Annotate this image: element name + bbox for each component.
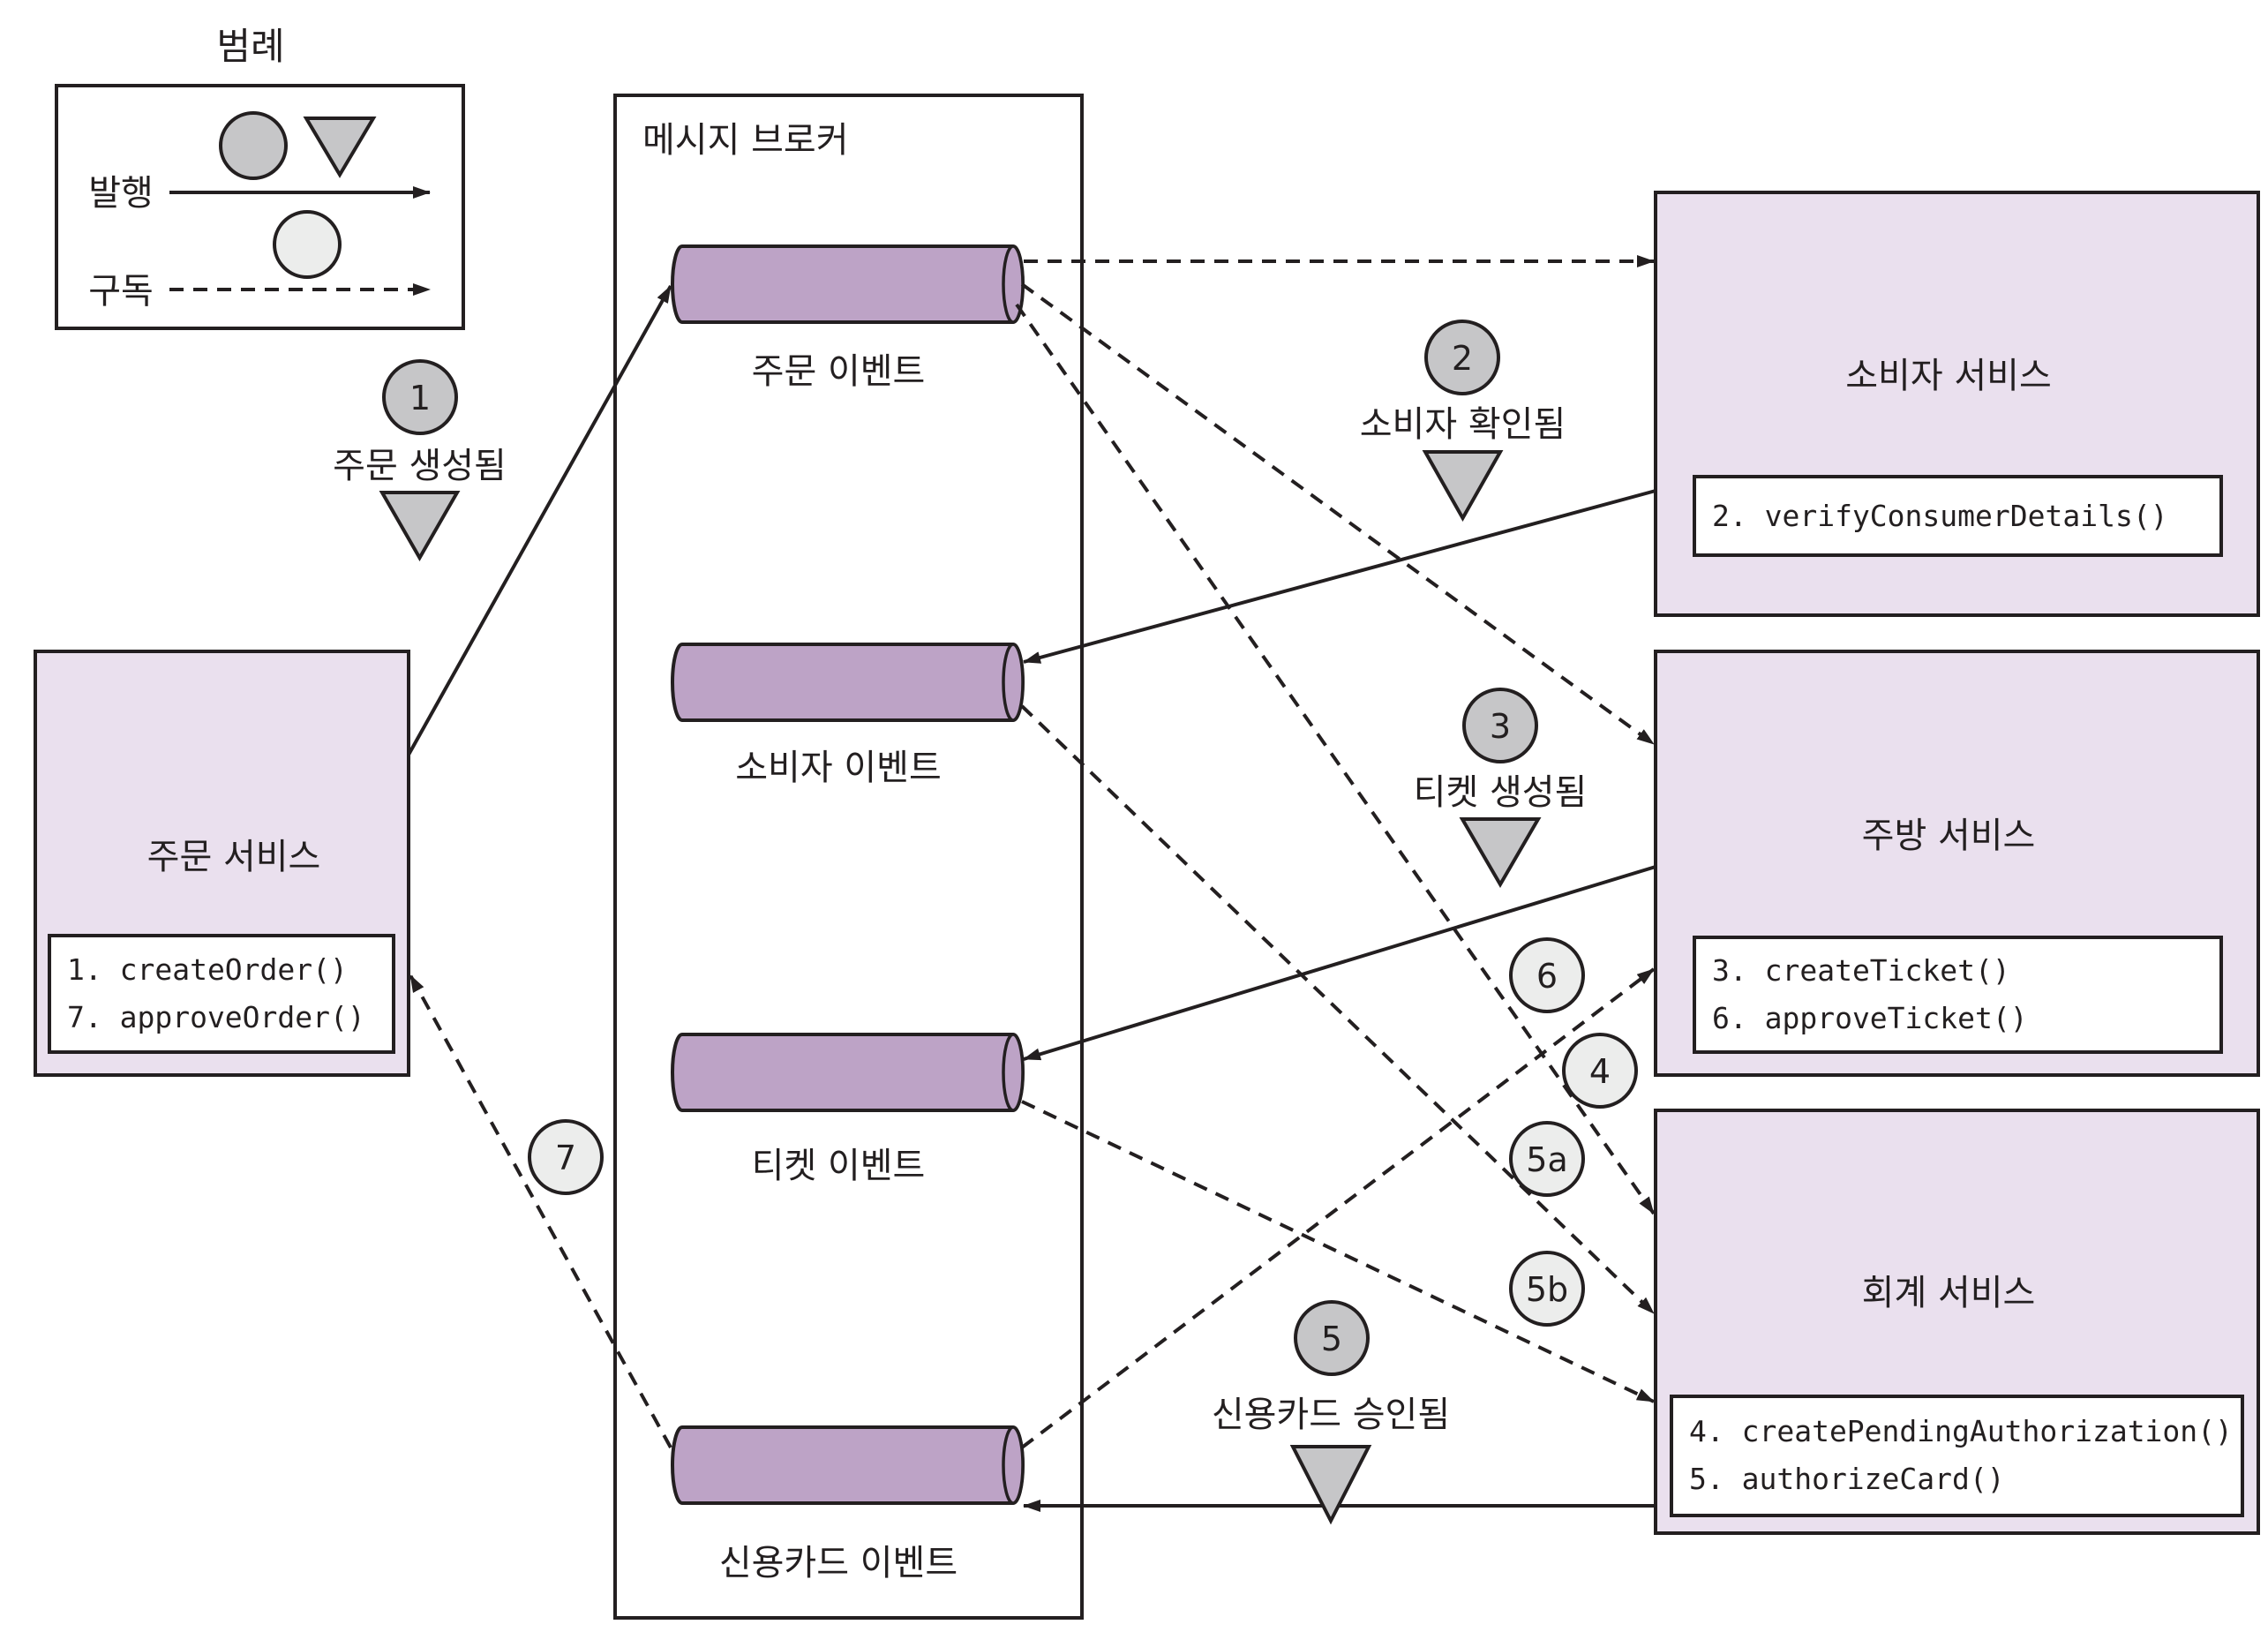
subscribe-order-events-to-kitchen bbox=[1020, 282, 1656, 746]
subscription-step-5a: 5a bbox=[1509, 1121, 1585, 1197]
published-event-step-3: 3 티켓 생성됨 bbox=[1414, 688, 1588, 888]
legend: 범례 발행 구독 bbox=[55, 25, 465, 330]
channel-label: 티켓 이벤트 bbox=[752, 1146, 926, 1186]
publish-order-to-order-events bbox=[407, 285, 672, 756]
subscription-step-markers: 6 4 5a 5b 7 bbox=[528, 937, 1638, 1327]
order-service-method: 7. approveOrder() bbox=[67, 1000, 365, 1034]
published-event-step-2: 2 소비자 확인됨 bbox=[1360, 320, 1566, 523]
event-label: 주문 생성됨 bbox=[333, 446, 507, 486]
step-number: 3 bbox=[1490, 707, 1511, 746]
order-service[interactable]: 주문 서비스 1. createOrder() 7. approveOrder(… bbox=[34, 650, 410, 1077]
order-service-method: 1. createOrder() bbox=[67, 952, 348, 987]
consumer-service[interactable]: 소비자 서비스 2. verifyConsumerDetails() bbox=[1654, 191, 2260, 617]
channel-cylinder-icon bbox=[671, 1425, 1025, 1505]
subscription-step-4: 4 bbox=[1562, 1033, 1638, 1109]
published-event-step-1: 1 주문 생성됨 bbox=[333, 359, 507, 562]
step-number: 1 bbox=[409, 379, 431, 417]
subscription-step-7: 7 bbox=[528, 1119, 604, 1195]
step-number: 7 bbox=[555, 1139, 576, 1177]
step-number: 5b bbox=[1526, 1270, 1568, 1309]
message-flows bbox=[407, 255, 1656, 1512]
published-event-step-5: 5 신용카드 승인됨 bbox=[1212, 1300, 1450, 1525]
kitchen-service-method: 6. approveTicket() bbox=[1712, 1001, 2028, 1035]
consumer-service-method: 2. verifyConsumerDetails() bbox=[1712, 499, 2168, 533]
step-circle-icon bbox=[1294, 1300, 1370, 1376]
step-circle-icon bbox=[1424, 320, 1500, 395]
kitchen-service-title: 주방 서비스 bbox=[1862, 816, 2036, 856]
channel-label: 소비자 이벤트 bbox=[735, 748, 942, 788]
event-triangle-icon bbox=[379, 491, 461, 562]
subscribe-consumer-events-to-accounting bbox=[1020, 704, 1656, 1315]
channel-label: 신용카드 이벤트 bbox=[719, 1543, 958, 1583]
channel-cylinder-icon bbox=[671, 643, 1025, 722]
publish-kitchen-to-ticket-events bbox=[1023, 865, 1656, 1061]
subscription-step-5b: 5b bbox=[1509, 1251, 1585, 1327]
channel-cylinder-icon bbox=[671, 1033, 1025, 1112]
accounting-service-method: 5. authorizeCard() bbox=[1689, 1462, 2005, 1496]
channel-cylinder-end bbox=[1002, 1425, 1025, 1505]
order-service-title: 주문 서비스 bbox=[147, 837, 321, 877]
subscribe-card-events-to-order bbox=[409, 974, 672, 1448]
order-service-methods-box bbox=[48, 934, 395, 1054]
step-circle-icon bbox=[382, 359, 458, 435]
subscribe-order-events-to-accounting bbox=[1015, 303, 1656, 1215]
legend-title: 범례 bbox=[216, 25, 284, 68]
subscription-step-6: 6 bbox=[1509, 937, 1585, 1013]
step-circle-icon bbox=[528, 1119, 604, 1195]
legend-publish-label: 발행 bbox=[88, 173, 154, 214]
accounting-service-method: 4. createPendingAuthorization() bbox=[1689, 1414, 2233, 1448]
subscribe-ticket-events-to-accounting bbox=[1021, 1100, 1655, 1403]
channel-cylinder-icon bbox=[671, 244, 1025, 324]
event-triangle-icon bbox=[1459, 817, 1542, 888]
publish-consumer-to-consumer-events bbox=[1023, 489, 1656, 664]
step-number: 4 bbox=[1589, 1052, 1611, 1091]
step-circle-icon bbox=[1562, 1033, 1638, 1109]
event-label: 소비자 확인됨 bbox=[1360, 404, 1566, 445]
legend-publish-step-icon bbox=[219, 111, 288, 180]
accounting-service[interactable]: 회계 서비스 4. createPendingAuthorization() 5… bbox=[1654, 1109, 2260, 1535]
step-number: 5a bbox=[1526, 1140, 1567, 1179]
step-number: 6 bbox=[1536, 957, 1558, 996]
event-triangle-icon bbox=[1289, 1445, 1372, 1525]
step-number: 2 bbox=[1452, 339, 1473, 378]
channel-card-events[interactable]: 신용카드 이벤트 bbox=[671, 1425, 1025, 1583]
consumer-service-title: 소비자 서비스 bbox=[1845, 356, 2052, 396]
channel-cylinder-end bbox=[1002, 643, 1025, 722]
kitchen-service-method: 3. createTicket() bbox=[1712, 953, 2010, 988]
broker-title: 메시지 브로커 bbox=[642, 120, 849, 161]
consumer-service-methods-box bbox=[1693, 475, 2223, 557]
accounting-service-title: 회계 서비스 bbox=[1862, 1273, 2036, 1313]
channel-consumer-events[interactable]: 소비자 이벤트 bbox=[671, 643, 1025, 788]
subscribe-card-events-to-kitchen bbox=[1020, 967, 1656, 1449]
channel-label: 주문 이벤트 bbox=[752, 351, 926, 392]
kitchen-service[interactable]: 주방 서비스 3. createTicket() 6. approveTicke… bbox=[1654, 650, 2260, 1077]
broker-frame bbox=[613, 94, 1084, 1620]
accounting-service-methods-box bbox=[1670, 1395, 2244, 1517]
step-circle-icon bbox=[1509, 1121, 1585, 1197]
event-label: 티켓 생성됨 bbox=[1414, 772, 1588, 813]
legend-event-triangle-icon bbox=[303, 117, 377, 178]
legend-subscribe-label: 구독 bbox=[88, 271, 154, 312]
channel-order-events[interactable]: 주문 이벤트 bbox=[671, 244, 1025, 392]
step-circle-icon bbox=[1509, 1251, 1585, 1327]
step-circle-icon bbox=[1509, 937, 1585, 1013]
step-number: 5 bbox=[1321, 1320, 1342, 1358]
step-circle-icon bbox=[1462, 688, 1538, 763]
channel-cylinder-end bbox=[1002, 1033, 1025, 1112]
event-label: 신용카드 승인됨 bbox=[1212, 1395, 1450, 1435]
event-triangle-icon bbox=[1422, 450, 1504, 523]
channel-ticket-events[interactable]: 티켓 이벤트 bbox=[671, 1033, 1025, 1186]
legend-subscribe-step-icon bbox=[273, 210, 342, 279]
published-event-markers: 1 주문 생성됨 2 소비자 확인됨 3 티켓 생성됨 5 신용카드 승인됨 bbox=[333, 320, 1588, 1525]
kitchen-service-methods-box bbox=[1693, 936, 2223, 1054]
